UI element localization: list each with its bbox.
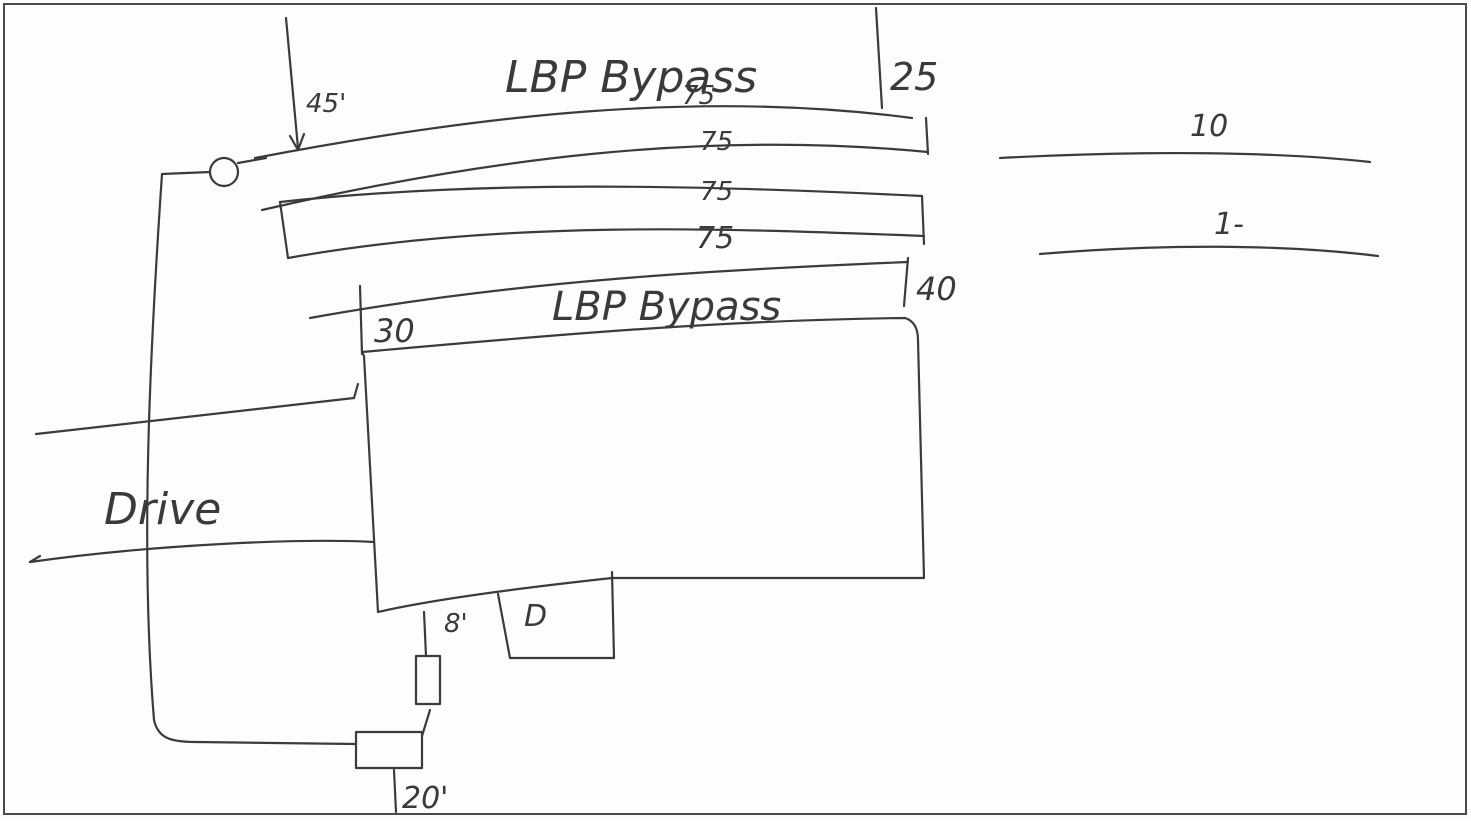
- lane-label-4: 75: [696, 221, 734, 256]
- dim-25-tick: [874, 6, 884, 110]
- lane-label-3: 75: [700, 177, 733, 207]
- drive-road-upper-end: [352, 382, 360, 400]
- dim-20-label: 20': [402, 781, 448, 816]
- dim-45-label: 45': [306, 89, 346, 119]
- pad-dim-label: 8': [444, 609, 468, 639]
- right-road-upper: [998, 151, 1372, 164]
- lane-line-2: [260, 143, 930, 212]
- drive-road-upper: [34, 396, 356, 436]
- main-building-outline: [360, 316, 926, 614]
- drive-label: Drive: [104, 484, 221, 535]
- right-road-lower-label: 1-: [1214, 207, 1244, 242]
- lane-label-1: 75: [682, 81, 715, 111]
- dim-40-tick: [902, 256, 910, 308]
- lane-line-1-end: [924, 116, 930, 156]
- lane-label-2: 75: [700, 127, 733, 157]
- dim-40-label: 40: [916, 270, 957, 308]
- pad-to-box-line: [420, 708, 432, 738]
- left-service-loop: [146, 170, 358, 746]
- dim-45-line: [284, 16, 300, 150]
- dim-20-tick: [392, 768, 398, 814]
- dim-25-label: 25: [890, 55, 938, 99]
- bottom-box: [354, 730, 424, 770]
- lane-line-4: [286, 228, 926, 260]
- dim-30-label: 30: [374, 312, 415, 350]
- lane-line-3: [278, 185, 924, 204]
- dim-30-tick: [358, 284, 364, 356]
- lane-line-3-left: [278, 200, 290, 260]
- right-road-upper-label: 10: [1190, 109, 1228, 144]
- drive-road-arrow: [28, 554, 42, 564]
- page-border: [3, 3, 1467, 815]
- small-box-label: D: [524, 599, 547, 634]
- circle-stub: [236, 156, 268, 165]
- pad-box: [414, 654, 442, 706]
- pad-connector: [422, 610, 428, 658]
- second-bypass-line: [308, 260, 910, 320]
- top-bypass-label: LBP Bypass: [505, 52, 757, 103]
- drive-road-lower: [28, 539, 376, 564]
- lane-line-1: [253, 105, 914, 160]
- circle-marker: [208, 156, 240, 188]
- right-road-lower: [1038, 245, 1380, 258]
- small-box-outline: [496, 570, 616, 660]
